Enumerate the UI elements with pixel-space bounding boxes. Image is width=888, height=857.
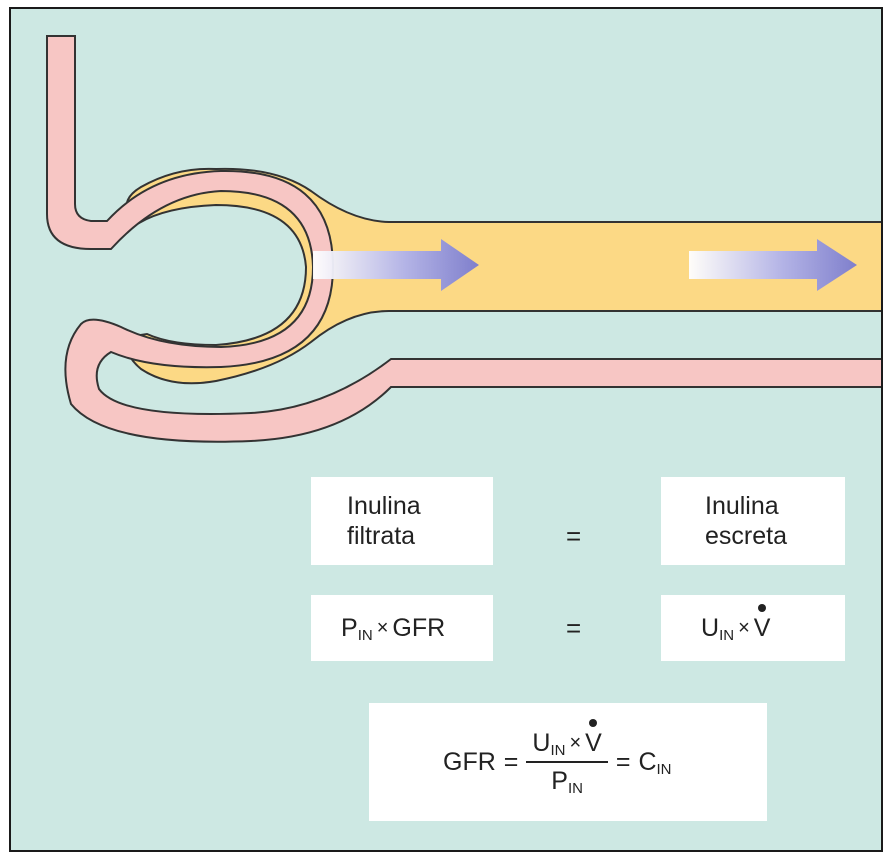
denominator-subscript: IN <box>567 779 583 797</box>
flow-arrow-2 <box>689 239 857 291</box>
numerator-flow-dot <box>589 718 598 727</box>
flow-arrow-1 <box>313 239 479 291</box>
flow-rate-dot <box>758 603 767 612</box>
inulin-filtered-line2: filtrata <box>347 522 416 550</box>
urine-subscript: IN <box>719 626 735 644</box>
numerator-subscript: IN <box>550 741 566 759</box>
inulin-filtered-box: Inulina filtrata <box>311 477 493 565</box>
clearance-symbol: C <box>638 747 657 776</box>
nephron-diagram <box>46 35 881 443</box>
urine-flow-term: V <box>753 613 771 642</box>
gfr-equals-1: = <box>503 747 519 776</box>
plasma-symbol: P <box>341 613 358 642</box>
denominator-symbol: P <box>551 766 568 795</box>
plasma-gfr-box: P IN × GFR <box>311 595 493 661</box>
times-sign-1: × <box>376 616 389 639</box>
gfr-formula-box: GFR = U IN × V P IN = C IN <box>369 703 767 821</box>
clearance-subscript: IN <box>656 760 672 778</box>
urine-flow-v: V <box>753 603 771 643</box>
numerator-v: V <box>585 718 602 758</box>
gfr-lhs: GFR <box>443 747 496 776</box>
numerator-symbol: U <box>532 728 551 757</box>
arteriole-loop <box>46 35 881 443</box>
urine-flow-box: U IN × V <box>661 595 845 661</box>
numerator-times: × <box>569 731 582 754</box>
diagram-frame: Inulina filtrata = Inulina escreta P IN … <box>9 7 883 852</box>
equals-sign-1: = <box>566 521 582 551</box>
gfr-equals-2: = <box>615 747 631 776</box>
gfr-numerator: U IN × V <box>526 718 608 763</box>
inulin-excreted-line2: escreta <box>705 522 787 550</box>
numerator-term: V <box>585 728 602 757</box>
inulin-excreted-line1: Inulina <box>705 492 779 520</box>
gfr-fraction: U IN × V P IN <box>526 718 608 797</box>
plasma-subscript: IN <box>357 626 373 644</box>
times-sign-2: × <box>738 616 750 639</box>
urine-symbol: U <box>701 613 720 642</box>
inulin-excreted-box: Inulina escreta <box>661 477 845 565</box>
gfr-denominator: P IN <box>551 763 583 797</box>
equals-sign-2: = <box>566 613 582 643</box>
inulin-filtered-line1: Inulina <box>347 492 421 520</box>
gfr-term: GFR <box>392 613 446 642</box>
